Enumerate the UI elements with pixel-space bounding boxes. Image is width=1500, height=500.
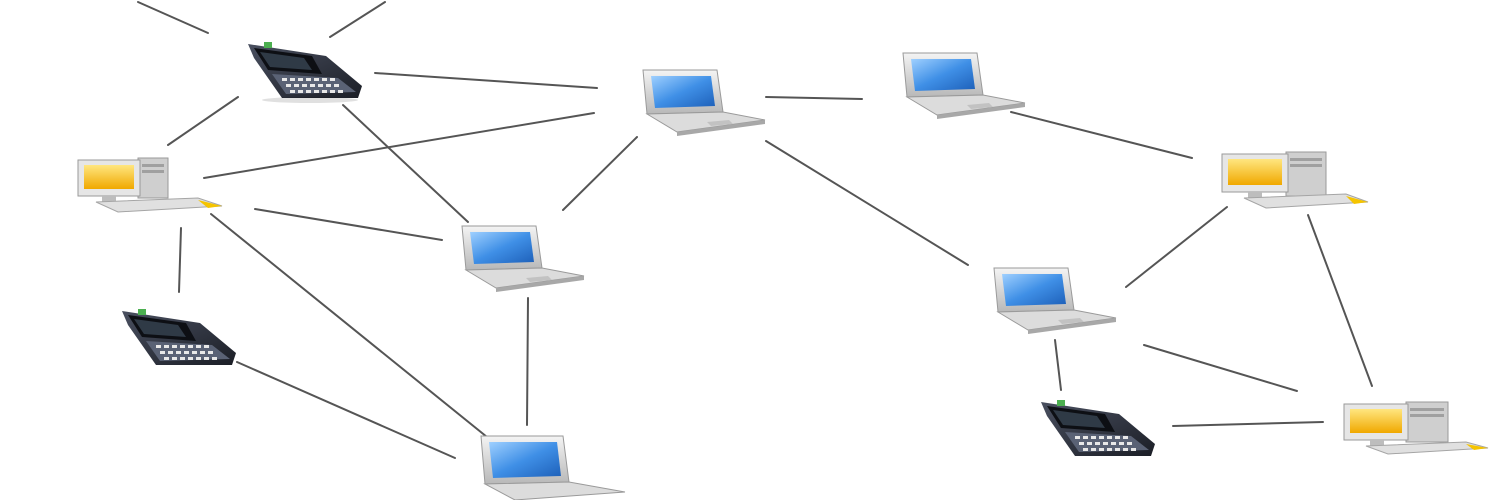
network-link <box>1010 111 1193 159</box>
network-link <box>254 208 443 241</box>
network-link <box>1054 339 1062 391</box>
network-link <box>1172 421 1324 427</box>
network-link <box>1307 214 1373 387</box>
network-link <box>167 96 239 146</box>
network-links <box>137 1 1373 459</box>
network-link <box>329 1 386 38</box>
laptop-icon <box>480 435 626 500</box>
network-link <box>178 227 182 293</box>
network-link <box>1125 206 1228 288</box>
smartphone-icon <box>122 309 236 365</box>
laptop-icon <box>642 69 766 136</box>
desktop-computer-icon <box>1221 151 1369 209</box>
smartphone-icon <box>1041 400 1155 456</box>
network-link <box>203 112 595 179</box>
network-link <box>765 96 863 100</box>
laptop-icon <box>993 267 1117 334</box>
network-link <box>342 104 469 223</box>
network-link <box>1143 344 1298 392</box>
network-link <box>137 1 209 34</box>
laptop-icon <box>902 52 1026 119</box>
network-link <box>210 213 488 438</box>
network-link <box>374 72 598 89</box>
smartphone-icon <box>248 42 362 103</box>
network-link <box>562 136 638 211</box>
network-link <box>765 140 969 266</box>
desktop-computer-icon <box>77 157 223 213</box>
desktop-computer-icon <box>1343 401 1489 455</box>
laptop-icon <box>461 225 585 292</box>
network-link <box>236 361 456 459</box>
network-link <box>526 297 529 426</box>
